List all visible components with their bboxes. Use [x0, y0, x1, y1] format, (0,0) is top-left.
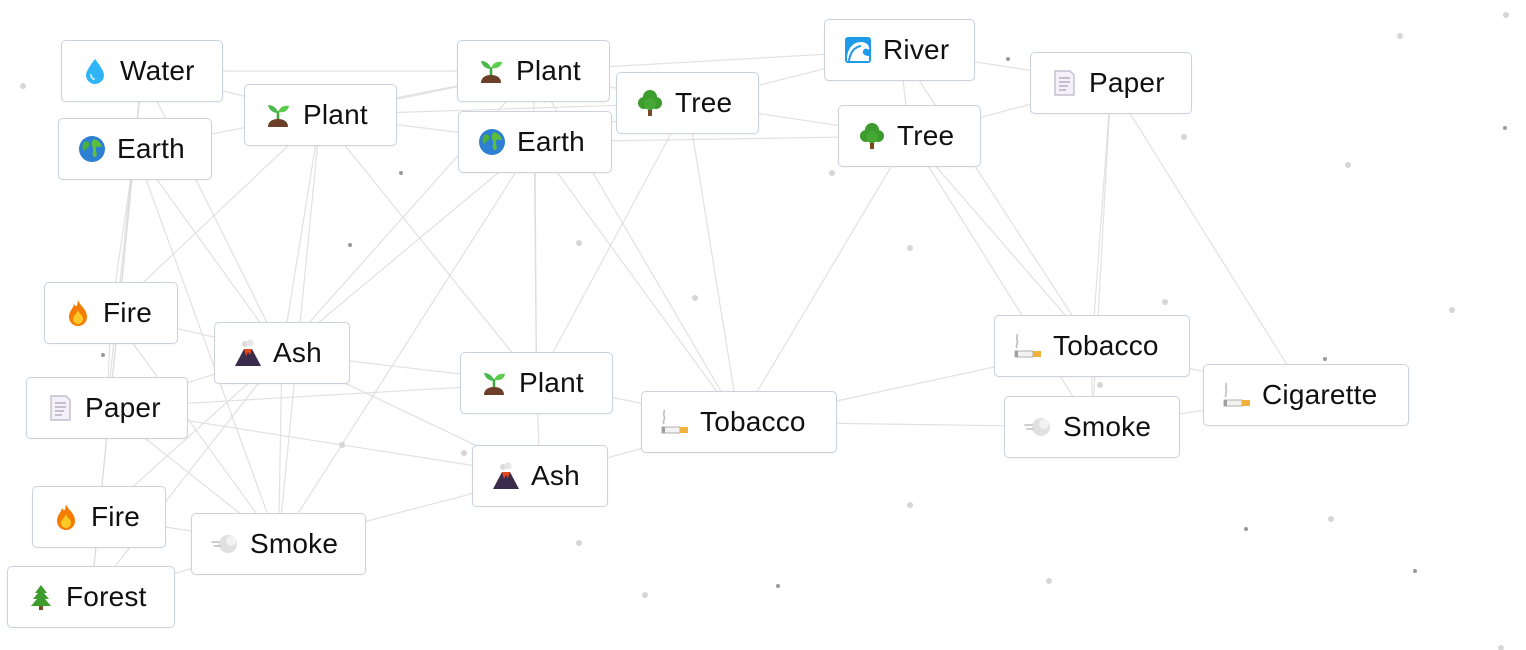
element-fire[interactable]: Fire [44, 282, 178, 344]
element-forest[interactable]: Forest [7, 566, 175, 628]
element-label: Earth [117, 133, 185, 164]
element-tobacco[interactable]: Tobacco [994, 315, 1190, 377]
background-dot [1397, 33, 1403, 39]
background-dot [101, 353, 105, 357]
fire-icon [63, 298, 93, 328]
element-water[interactable]: Water [61, 40, 223, 102]
paper-icon [45, 393, 75, 423]
background-dot [1503, 12, 1509, 18]
element-label: Fire [103, 297, 153, 328]
connection-line [281, 114, 322, 354]
fire-icon [51, 502, 81, 532]
evergreen-icon [26, 582, 56, 612]
element-plant[interactable]: Plant [244, 84, 397, 146]
tree-icon [635, 88, 665, 118]
smoke-icon [1023, 412, 1053, 442]
connection-line [908, 135, 1093, 428]
seedling-icon [263, 100, 293, 130]
element-tree[interactable]: Tree [838, 105, 981, 167]
cigarette-icon [1222, 380, 1252, 410]
element-label: Tree [897, 120, 955, 151]
volcano-icon [233, 338, 263, 368]
background-dot [1181, 134, 1187, 140]
element-label: Earth [517, 126, 585, 157]
cigarette-icon [1013, 331, 1043, 361]
background-dot [576, 240, 582, 246]
smoke-icon [210, 529, 240, 559]
element-earth[interactable]: Earth [58, 118, 212, 180]
element-label: Cigarette [1262, 379, 1378, 410]
wave-icon [843, 35, 873, 65]
background-dot [1006, 57, 1010, 61]
element-label: Ash [273, 337, 322, 368]
cigarette-icon [660, 407, 690, 437]
background-dot [642, 592, 648, 598]
background-dot [1046, 578, 1052, 584]
element-label: Plant [516, 55, 581, 86]
element-smoke[interactable]: Smoke [191, 513, 366, 575]
background-dot [1244, 527, 1248, 531]
element-label: Tree [675, 87, 733, 118]
element-label: Fire [91, 501, 141, 532]
background-dot [776, 584, 780, 588]
element-fire[interactable]: Fire [32, 486, 166, 548]
background-dot [461, 450, 467, 456]
element-paper[interactable]: Paper [1030, 52, 1192, 114]
element-ash[interactable]: Ash [214, 322, 350, 384]
background-dot [348, 243, 352, 247]
background-dot [1449, 307, 1455, 313]
element-cigarette[interactable]: Cigarette [1203, 364, 1409, 426]
globe-icon [477, 127, 507, 157]
background-dot [399, 171, 403, 175]
background-dot [1323, 357, 1327, 361]
background-dot [576, 540, 582, 546]
element-label: Paper [85, 392, 161, 423]
water-drop-icon [80, 56, 110, 86]
element-label: Smoke [250, 528, 339, 559]
element-label: Paper [1089, 67, 1165, 98]
element-label: Water [120, 55, 195, 86]
element-label: Plant [519, 367, 584, 398]
element-label: Plant [303, 99, 368, 130]
background-dot [1413, 569, 1417, 573]
element-smoke[interactable]: Smoke [1004, 396, 1180, 458]
volcano-icon [491, 461, 521, 491]
connection-line [738, 135, 911, 423]
background-dot [339, 442, 345, 448]
element-paper[interactable]: Paper [26, 377, 188, 439]
background-dot [1498, 645, 1504, 650]
background-dot [1503, 126, 1507, 130]
element-plant[interactable]: Plant [457, 40, 610, 102]
connection-line [1091, 82, 1112, 347]
tree-icon [857, 121, 887, 151]
element-label: Smoke [1063, 411, 1152, 442]
connection-line [686, 102, 740, 423]
seedling-icon [476, 56, 506, 86]
connection-line [534, 141, 538, 384]
background-dot [1162, 299, 1168, 305]
element-label: Tobacco [1053, 330, 1159, 361]
background-dot [907, 502, 913, 508]
element-label: Tobacco [700, 406, 806, 437]
background-dot [829, 170, 835, 176]
seedling-icon [479, 368, 509, 398]
background-dot [1097, 382, 1103, 388]
element-label: River [883, 34, 950, 65]
background-dot [20, 83, 26, 89]
element-label: Ash [531, 460, 580, 491]
element-tree[interactable]: Tree [616, 72, 759, 134]
background-dot [907, 245, 913, 251]
element-earth[interactable]: Earth [458, 111, 612, 173]
globe-icon [77, 134, 107, 164]
element-label: Forest [66, 581, 147, 612]
background-dot [692, 295, 698, 301]
background-dot [1345, 162, 1351, 168]
background-dot [1328, 516, 1334, 522]
element-plant[interactable]: Plant [460, 352, 613, 414]
paper-icon [1049, 68, 1079, 98]
element-ash[interactable]: Ash [472, 445, 608, 507]
element-river[interactable]: River [824, 19, 975, 81]
element-tobacco[interactable]: Tobacco [641, 391, 837, 453]
